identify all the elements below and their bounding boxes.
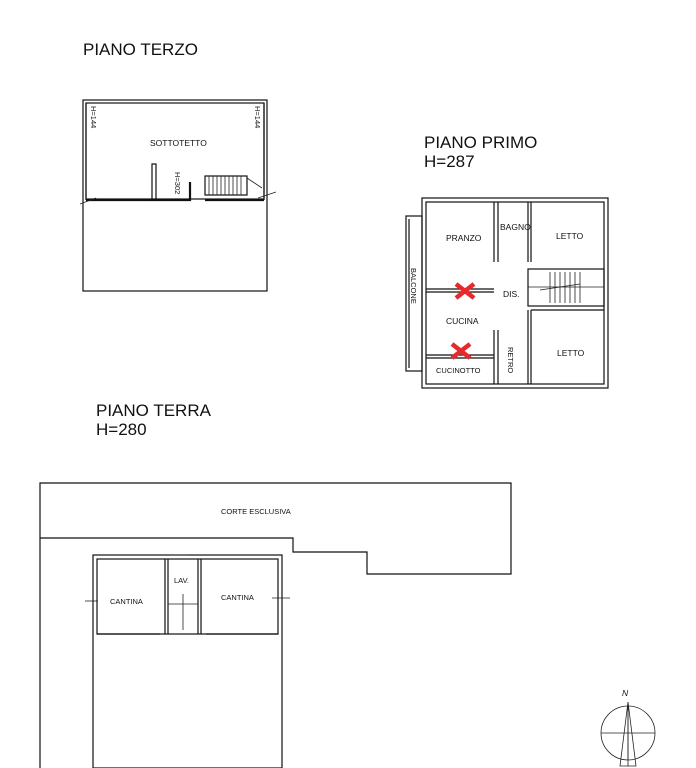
title-piano-terzo-text: PIANO TERZO [83, 40, 198, 59]
room-corte-esclusiva: CORTE ESCLUSIVA [221, 507, 291, 516]
terzo-outer-wall [82, 99, 268, 292]
primo-stair [527, 268, 605, 307]
height-terzo-stair: H=302 [173, 172, 182, 194]
terra-building [92, 554, 283, 768]
room-retro: RETRO [506, 347, 515, 373]
plan-piano-terzo: SOTTOTETTO H=144 H=144 H=302 [79, 99, 277, 292]
title-piano-terzo: PIANO TERZO [83, 40, 198, 59]
title-piano-primo: PIANO PRIMO H=287 [424, 133, 537, 171]
room-cantina-left: CANTINA [110, 597, 143, 606]
room-lav: LAV. [174, 576, 189, 585]
north-compass: N [600, 688, 656, 767]
primo-balcony [405, 215, 423, 372]
room-cantina-right: CANTINA [221, 593, 254, 602]
plan-piano-primo: PRANZO BAGNO LETTO BALCONE DIS. CUCINA C… [405, 197, 609, 389]
room-sottotetto: SOTTOTETTO [150, 138, 207, 148]
compass-n-label: N [622, 688, 629, 698]
room-cucina: CUCINA [446, 316, 479, 326]
title-piano-terra-text: PIANO TERRA [96, 401, 211, 420]
title-piano-primo-text: PIANO PRIMO [424, 133, 538, 152]
plan-piano-terra: CORTE ESCLUSIVA LAV. CANTINA CANTINA [39, 482, 512, 768]
corte-boundary [39, 482, 512, 768]
room-balcone: BALCONE [409, 268, 418, 304]
height-piano-primo: H=287 [424, 152, 475, 171]
room-letto-top: LETTO [556, 231, 584, 241]
room-dis: DIS. [503, 289, 520, 299]
terzo-stair [204, 175, 263, 196]
room-cucinotto: CUCINOTTO [436, 366, 481, 375]
room-pranzo: PRANZO [446, 233, 482, 243]
red-x-marker-cucina [454, 282, 476, 300]
height-terzo-left: H=144 [89, 106, 98, 128]
title-piano-terra: PIANO TERRA H=280 [96, 401, 211, 439]
room-letto-bottom: LETTO [557, 348, 585, 358]
height-piano-terra: H=280 [96, 420, 147, 439]
room-bagno: BAGNO [500, 222, 531, 232]
terzo-partition [151, 163, 157, 201]
height-terzo-right: H=144 [253, 106, 262, 128]
red-x-marker-cucinotto [450, 342, 472, 360]
